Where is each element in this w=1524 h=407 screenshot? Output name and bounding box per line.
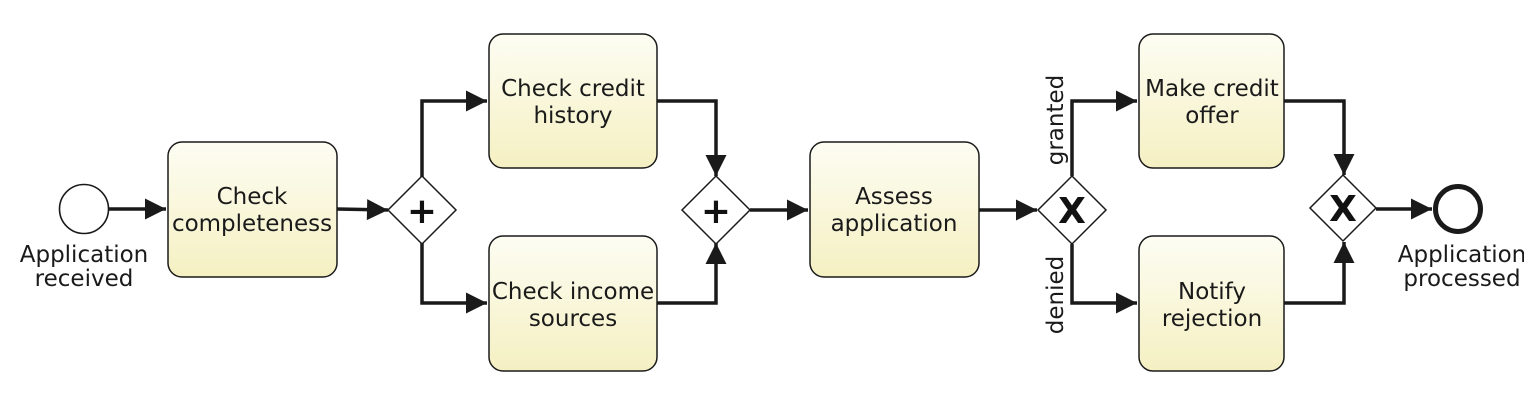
task-check-income-sources[interactable]: Check income sources bbox=[488, 235, 658, 372]
end-event[interactable]: Application processed bbox=[1398, 184, 1524, 293]
task-check-completeness[interactable]: Check completeness bbox=[167, 141, 338, 278]
exclusive-split-gateway[interactable]: X bbox=[1036, 174, 1108, 246]
task-check-credit-history-line1: Check credit bbox=[501, 76, 645, 102]
task-make-credit-offer-line1: Make credit bbox=[1145, 76, 1279, 102]
task-notify-rejection-line1: Notify bbox=[1178, 279, 1246, 305]
plus-icon: + bbox=[701, 191, 731, 232]
start-event-label-line1: Application bbox=[20, 242, 149, 268]
flow-label-denied: denied bbox=[1043, 256, 1069, 334]
flow-credit-history-to-join bbox=[657, 99, 727, 176]
parallel-join-gateway[interactable]: + bbox=[680, 174, 752, 246]
task-check-credit-history[interactable]: Check credit history bbox=[488, 33, 658, 169]
parallel-split-gateway[interactable]: + bbox=[386, 174, 458, 246]
task-make-credit-offer[interactable]: Make credit offer bbox=[1138, 33, 1285, 169]
task-check-income-sources-line1: Check income bbox=[492, 279, 654, 305]
end-event-label-line1: Application bbox=[1398, 242, 1524, 268]
flow-denied bbox=[1070, 244, 1137, 314]
task-notify-rejection[interactable]: Notify rejection bbox=[1138, 235, 1285, 372]
task-check-income-sources-line2: sources bbox=[529, 306, 617, 332]
flow-split-to-income-sources bbox=[420, 243, 487, 314]
end-event-label-line2: processed bbox=[1403, 266, 1520, 292]
task-assess-application-line2: application bbox=[831, 211, 958, 237]
task-check-completeness-line1: Check bbox=[217, 184, 288, 210]
flow-label-granted: granted bbox=[1043, 75, 1069, 166]
flow-offer-to-exclusive-join bbox=[1284, 99, 1355, 175]
task-notify-rejection-line2: rejection bbox=[1162, 306, 1262, 332]
start-event[interactable]: Application received bbox=[20, 183, 149, 293]
task-check-credit-history-line2: history bbox=[533, 103, 612, 129]
x-icon: X bbox=[1058, 191, 1086, 232]
flow-rejection-to-exclusive-join bbox=[1284, 242, 1355, 305]
plus-icon: + bbox=[407, 191, 437, 232]
task-check-completeness-line2: completeness bbox=[172, 211, 332, 237]
flow-granted bbox=[1070, 90, 1137, 176]
flow-income-sources-to-join bbox=[657, 243, 727, 305]
task-assess-application[interactable]: Assess application bbox=[809, 141, 980, 278]
flow-completeness-to-parallel-split bbox=[336, 199, 389, 221]
exclusive-join-gateway[interactable]: X bbox=[1308, 173, 1378, 243]
task-make-credit-offer-line2: offer bbox=[1185, 103, 1239, 129]
task-assess-application-line1: Assess bbox=[855, 184, 933, 210]
x-icon: X bbox=[1329, 189, 1357, 230]
sequence-flows bbox=[108, 90, 1432, 314]
flow-split-to-credit-history bbox=[420, 90, 487, 177]
start-event-label-line2: received bbox=[35, 266, 134, 292]
